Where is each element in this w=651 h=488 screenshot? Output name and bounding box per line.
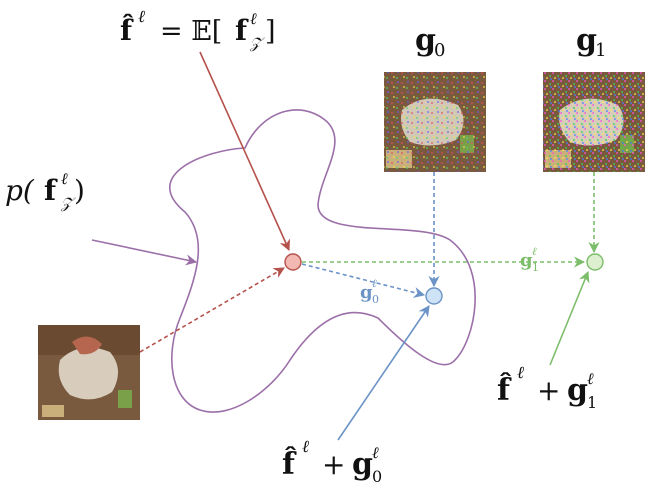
g1-sum-fsup: ℓ — [517, 363, 524, 383]
input-frog-image — [38, 325, 140, 420]
g1-sum-arrow — [549, 270, 590, 366]
g0-header-g: g — [415, 23, 436, 58]
dist-sup: ℓ — [61, 169, 68, 188]
g0-arrow-sub: 0 — [372, 293, 379, 306]
g1-sum-gsub: 1 — [587, 393, 597, 412]
g1-arrow-g: g — [520, 250, 533, 271]
g1-sum-label: f̂ ℓ + g ℓ 1 — [497, 363, 597, 412]
mean-label-arrow — [199, 51, 290, 252]
mean-close-bracket: ] — [265, 16, 276, 47]
g0-sum-fsup: ℓ — [302, 437, 309, 457]
mean-node — [284, 253, 302, 271]
g0-sum-gsub: 0 — [372, 467, 382, 486]
g1-arrow-sub: 1 — [532, 261, 539, 274]
g0-sum-f: f̂ — [282, 447, 297, 482]
g0-header-sub: 0 — [434, 40, 445, 61]
g0-sum-gsup: ℓ — [372, 443, 379, 462]
g1-node — [586, 253, 604, 271]
distribution-pointer-arrow — [91, 239, 198, 266]
mean-f-sup: ℓ — [250, 9, 257, 28]
g1-sum-plus: + — [537, 374, 560, 407]
g1-arrow-sup: ℓ — [532, 245, 537, 258]
g0-arrow-label: g ℓ 0 — [360, 277, 379, 306]
g0-sum-plus: + — [322, 448, 345, 481]
mean-lhs-sup: ℓ — [138, 7, 145, 27]
g0-sum-label: f̂ ℓ + g ℓ 0 — [282, 437, 382, 486]
dist-close: ) — [74, 174, 85, 207]
g1-arrow-label: g ℓ 1 — [520, 245, 539, 274]
mean-equation-label: f̂ ℓ = 𝔼[ f ℓ 𝒵 ] — [120, 7, 276, 52]
mean-lhs: f̂ — [120, 14, 134, 47]
g1-sum-g: g — [567, 373, 588, 408]
g0-arrow-sup: ℓ — [372, 277, 377, 290]
g1-sum-gsup: ℓ — [587, 369, 594, 388]
distribution-label: p( f ℓ 𝒵 ) — [5, 169, 85, 212]
g0-node — [425, 287, 443, 305]
mean-f-sub: 𝒵 — [249, 34, 265, 52]
g0-header-label: g 0 — [415, 23, 445, 61]
mean-f: f — [235, 14, 249, 47]
g1-image — [543, 72, 645, 172]
g0-arrow-g: g — [360, 282, 373, 303]
g0-sum-g: g — [352, 447, 373, 482]
g1-header-label: g 1 — [576, 23, 606, 61]
g0-sum-arrow — [337, 305, 430, 441]
feature-manifold-blob — [168, 109, 476, 413]
g1-sum-f: f̂ — [497, 373, 512, 408]
dist-p: p( — [5, 174, 35, 207]
input-to-mean-arrow — [139, 267, 285, 353]
g0-image — [384, 72, 486, 172]
dist-sub: 𝒵 — [60, 194, 76, 212]
g1-header-sub: 1 — [595, 40, 606, 61]
g1-header-g: g — [576, 23, 597, 58]
mean-equals-expectation: = 𝔼[ — [160, 16, 222, 47]
dist-f: f — [44, 174, 58, 207]
